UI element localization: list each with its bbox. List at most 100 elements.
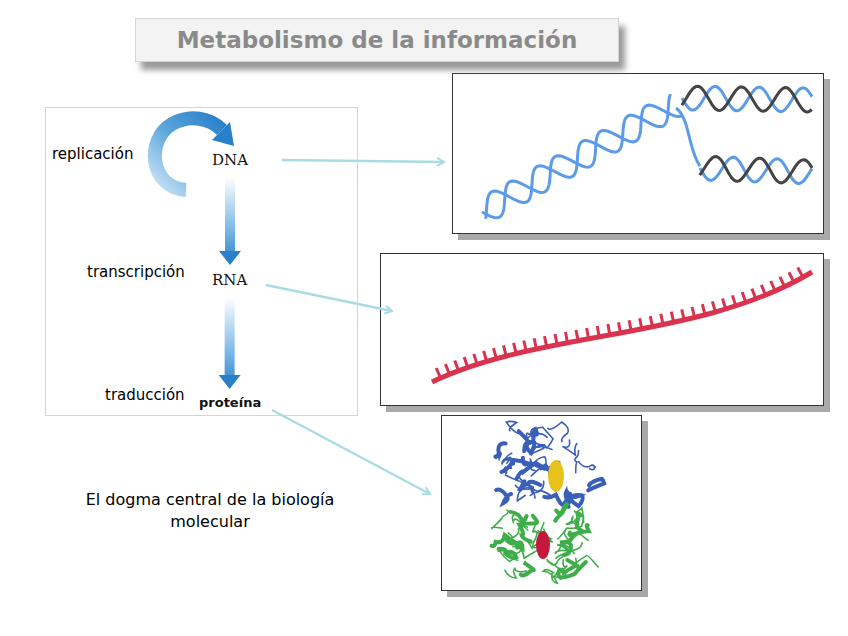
- flow-arrow: [219, 297, 241, 389]
- protein-ribbon: [588, 479, 604, 491]
- node-text: RNA: [212, 271, 247, 289]
- protein-ribbon: [531, 427, 547, 437]
- protein-ribbon: [560, 535, 572, 555]
- rna-base: [514, 343, 517, 354]
- protein-ribbon: [567, 492, 581, 503]
- protein-ribbon: [496, 489, 511, 503]
- rna-base: [661, 314, 663, 325]
- rna-base: [504, 345, 507, 356]
- rna-base: [712, 301, 715, 312]
- rna-base: [597, 326, 599, 337]
- title-box: Metabolismo de la información: [135, 18, 619, 62]
- leader-line: [282, 160, 444, 162]
- molecule-node: proteína: [195, 393, 265, 412]
- protein-structure: [492, 421, 605, 583]
- rna-base: [555, 334, 557, 345]
- rna-backbone: [432, 272, 812, 382]
- rna-base: [723, 299, 726, 310]
- rna-base: [752, 289, 756, 299]
- rna-base: [761, 285, 765, 295]
- rna-base: [464, 357, 468, 367]
- protein-ribbon: [495, 443, 505, 457]
- node-text: proteína: [199, 395, 261, 410]
- rna-base: [445, 364, 449, 374]
- ligand: [548, 460, 564, 492]
- arrowhead: [219, 375, 241, 389]
- protein-ribbon: [511, 512, 538, 524]
- dna-strand: [700, 157, 812, 183]
- rna-strand: [432, 268, 812, 382]
- dna-helix: [482, 86, 812, 218]
- rna-base: [484, 351, 487, 362]
- leader-line: [272, 410, 430, 494]
- rna-base: [780, 277, 785, 287]
- rna-base: [789, 272, 794, 282]
- rna-base: [524, 341, 526, 352]
- rna-base: [640, 318, 642, 329]
- protein-ribbon: [548, 422, 569, 442]
- protein-ribbon: [503, 457, 510, 463]
- rna-base: [771, 281, 776, 291]
- molecule-node: RNA: [208, 269, 251, 291]
- rna-base: [587, 328, 589, 339]
- rna-base: [742, 292, 746, 302]
- rna-base: [629, 320, 631, 331]
- rna-base: [692, 307, 695, 318]
- dna-strand: [682, 87, 812, 112]
- protein-ribbon: [517, 489, 535, 501]
- process-label: replicación: [52, 145, 133, 163]
- dna-strand: [482, 105, 682, 218]
- process-label: transcripción: [87, 263, 185, 281]
- node-text: DNA: [212, 151, 248, 169]
- dna-strand: [486, 94, 671, 219]
- protein-ribbon: [521, 563, 534, 576]
- dna-strand: [682, 86, 812, 112]
- rna-base: [619, 322, 621, 333]
- protein-ribbon: [502, 453, 514, 465]
- protein-ribbon: [566, 515, 580, 525]
- rna-base: [494, 348, 497, 359]
- title-text: Metabolismo de la información: [177, 27, 578, 53]
- leader-line: [266, 285, 392, 311]
- dna-strand: [700, 157, 812, 183]
- protein-ribbon: [554, 572, 577, 578]
- molecule-node: DNA: [208, 149, 252, 171]
- protein-ribbon: [558, 562, 586, 578]
- arrow-shaft: [225, 297, 235, 375]
- replication-loop: [155, 118, 222, 190]
- rna-base: [545, 336, 547, 347]
- rna-base: [576, 330, 578, 341]
- protein-ribbon: [519, 431, 535, 453]
- rna-base: [798, 268, 803, 278]
- rna-base: [702, 304, 705, 315]
- protein-ribbon: [579, 462, 596, 470]
- protein-ribbon: [504, 536, 522, 549]
- protein-ribbon: [506, 548, 521, 561]
- rna-base: [534, 338, 536, 349]
- rna-base: [608, 324, 610, 335]
- arrowhead: [219, 251, 241, 265]
- rna-base: [682, 309, 685, 320]
- protein-panel: [441, 415, 642, 591]
- protein-ribbon: [575, 451, 579, 473]
- rna-base: [455, 361, 459, 371]
- protein-ribbon: [492, 510, 509, 529]
- protein-ribbon: [555, 503, 567, 521]
- protein-ribbon: [563, 440, 577, 455]
- rna-base: [671, 312, 673, 323]
- rna-base: [474, 354, 477, 365]
- protein-ribbon: [505, 569, 526, 579]
- protein-ribbon: [503, 467, 512, 473]
- replication-arrowhead: [212, 122, 234, 146]
- rna-base: [650, 316, 652, 327]
- rna-base: [436, 368, 440, 378]
- caption: El dogma central de la biología molecula…: [45, 489, 375, 533]
- rna-base: [732, 295, 735, 306]
- flow-arrow: [219, 177, 241, 265]
- rna-panel: [380, 253, 824, 406]
- arrow-shaft: [225, 177, 235, 251]
- rna-base: [566, 332, 568, 343]
- process-label: traducción: [105, 386, 185, 404]
